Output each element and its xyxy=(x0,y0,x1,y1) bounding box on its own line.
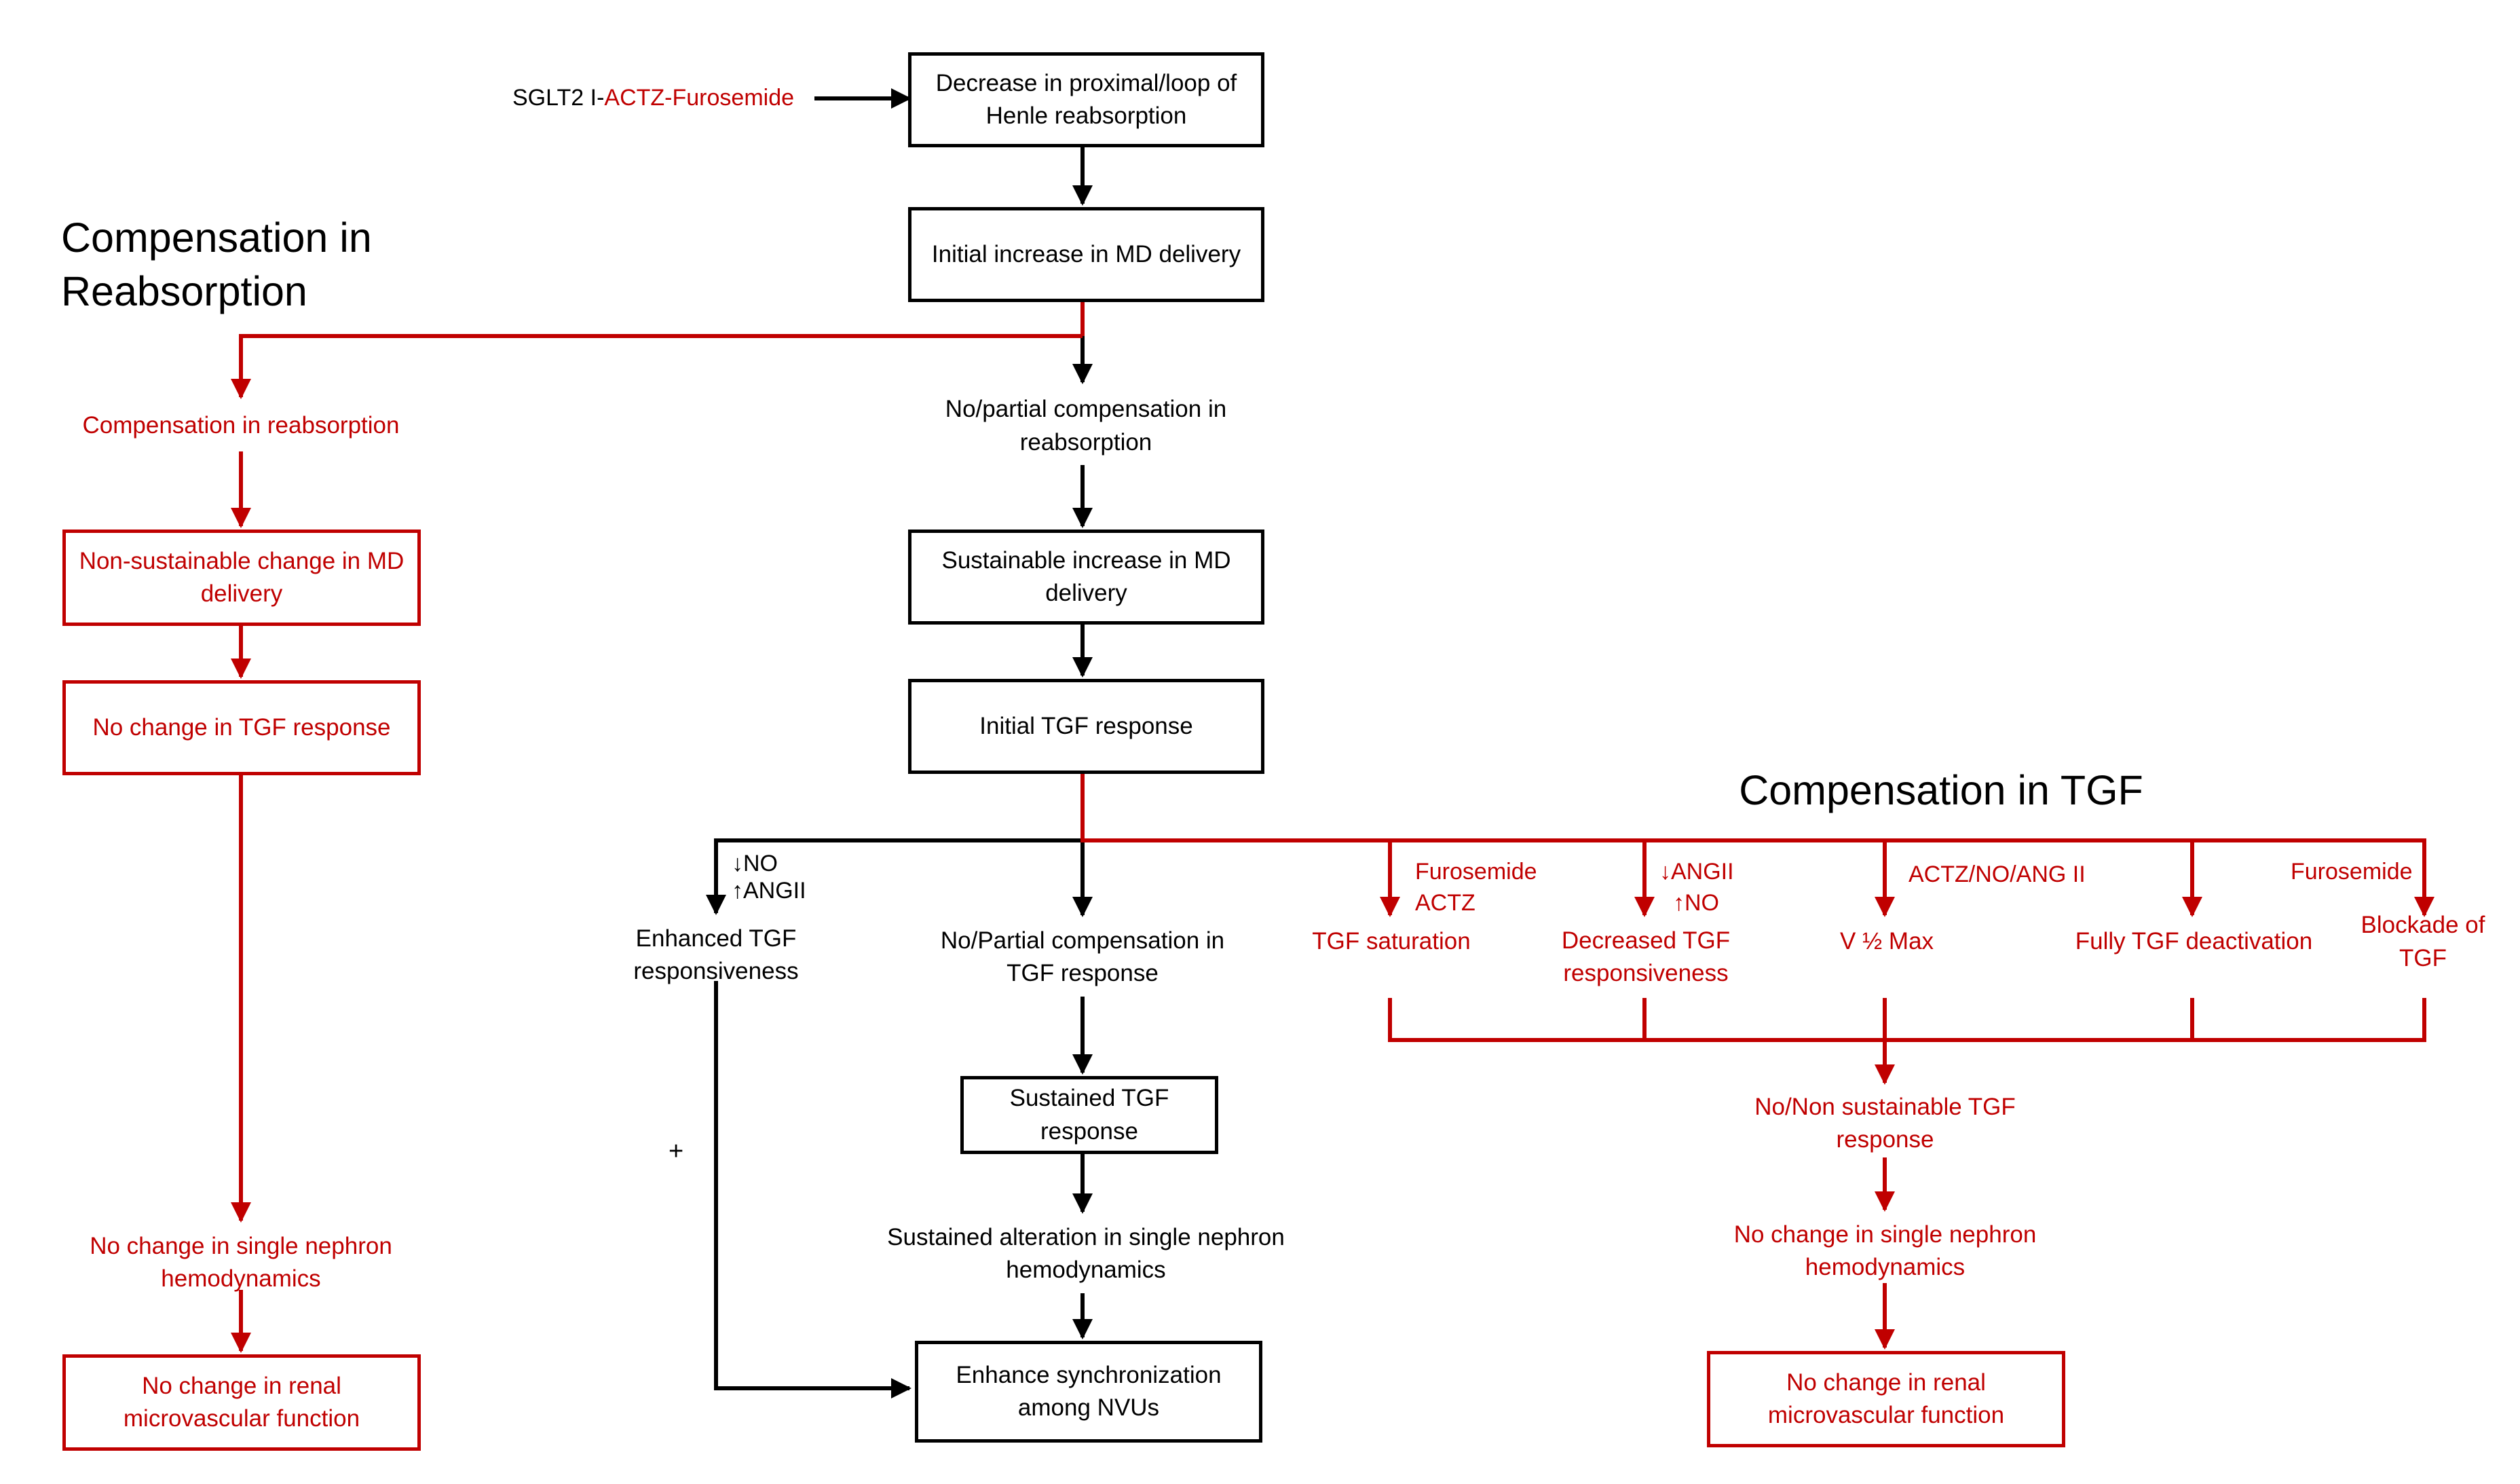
node-no-change-tgf: No change in TGF response xyxy=(62,680,421,775)
node-decreased-tgf: Decreased TGF responsiveness xyxy=(1561,927,1731,986)
label-no-down: ↓NO xyxy=(732,851,778,876)
node-no-change-hemodynamics-left: No change in single nephron hemodynamics xyxy=(90,1232,392,1292)
node-no-non-sustainable-tgf: No/Non sustainable TGF response xyxy=(1754,1093,2016,1153)
node-v-half-max: V ½ Max xyxy=(1839,928,1934,955)
node-compensation-reabsorption: Compensation in reabsorption xyxy=(82,412,400,439)
node-initial-md-increase: Initial increase in MD delivery xyxy=(908,207,1264,302)
node-no-change-renal-left: No change in renal microvascular functio… xyxy=(62,1354,421,1451)
node-decrease-reabsorption: Decrease in proximal/loop of Henle reabs… xyxy=(908,52,1264,147)
node-sustained-tgf: Sustained TGF response xyxy=(960,1076,1218,1154)
label-furosemide-2: Furosemide xyxy=(2291,859,2413,885)
node-sustained-alteration: Sustained alteration in single nephron h… xyxy=(887,1223,1285,1283)
label-angii-up: ↑ANGII xyxy=(732,878,806,904)
plus-sign: + xyxy=(669,1137,684,1166)
input-drugs-label: SGLT2 I-ACTZ-Furosemide xyxy=(512,83,794,114)
label-actz-1: ACTZ xyxy=(1415,890,1475,916)
node-no-partial-tgf: No/Partial compensation in TGF response xyxy=(940,927,1225,986)
node-no-partial-reabsorption: No/partial compensation in reabsorption xyxy=(945,396,1227,456)
node-enhanced-tgf: Enhanced TGF responsiveness xyxy=(633,925,799,984)
heading-compensation-tgf: Compensation in TGF xyxy=(1739,767,2143,814)
heading-compensation-reabsorption: Compensation in Reabsorption xyxy=(61,214,372,314)
label-angii-down: ↓ANGII xyxy=(1659,859,1734,885)
node-tgf-saturation: TGF saturation xyxy=(1312,928,1471,955)
label-furosemide-1: Furosemide xyxy=(1415,859,1537,885)
arrow-enhanced-to-sync xyxy=(714,981,911,1398)
node-sustainable-md-increase: Sustainable increase in MD delivery xyxy=(908,530,1264,625)
node-fully-tgf-deactivation: Fully TGF deactivation xyxy=(2075,928,2313,955)
red-collector-bracket xyxy=(1388,998,2426,1042)
input-prefix: SGLT2 I- xyxy=(512,85,605,111)
label-no-up: ↑NO xyxy=(1673,890,1719,916)
node-enhance-synchronization: Enhance synchronization among NVUs xyxy=(915,1341,1262,1443)
arrow-to-enhanced xyxy=(706,838,1083,915)
input-drugs: ACTZ-Furosemide xyxy=(604,85,795,111)
node-blockade-tgf: Blockade of TGF xyxy=(2361,912,2485,971)
red-arrow-to-comp-reabs xyxy=(231,334,1083,399)
node-no-change-renal-right: No change in renal microvascular functio… xyxy=(1707,1351,2065,1447)
node-no-change-hemodynamics-right: No change in single nephron hemodynamics xyxy=(1733,1221,2037,1280)
node-non-sustainable-md: Non-sustainable change in MD delivery xyxy=(62,530,421,626)
label-actz-no-angii: ACTZ/NO/ANG II xyxy=(1908,861,2086,887)
node-initial-tgf-response: Initial TGF response xyxy=(908,679,1264,774)
